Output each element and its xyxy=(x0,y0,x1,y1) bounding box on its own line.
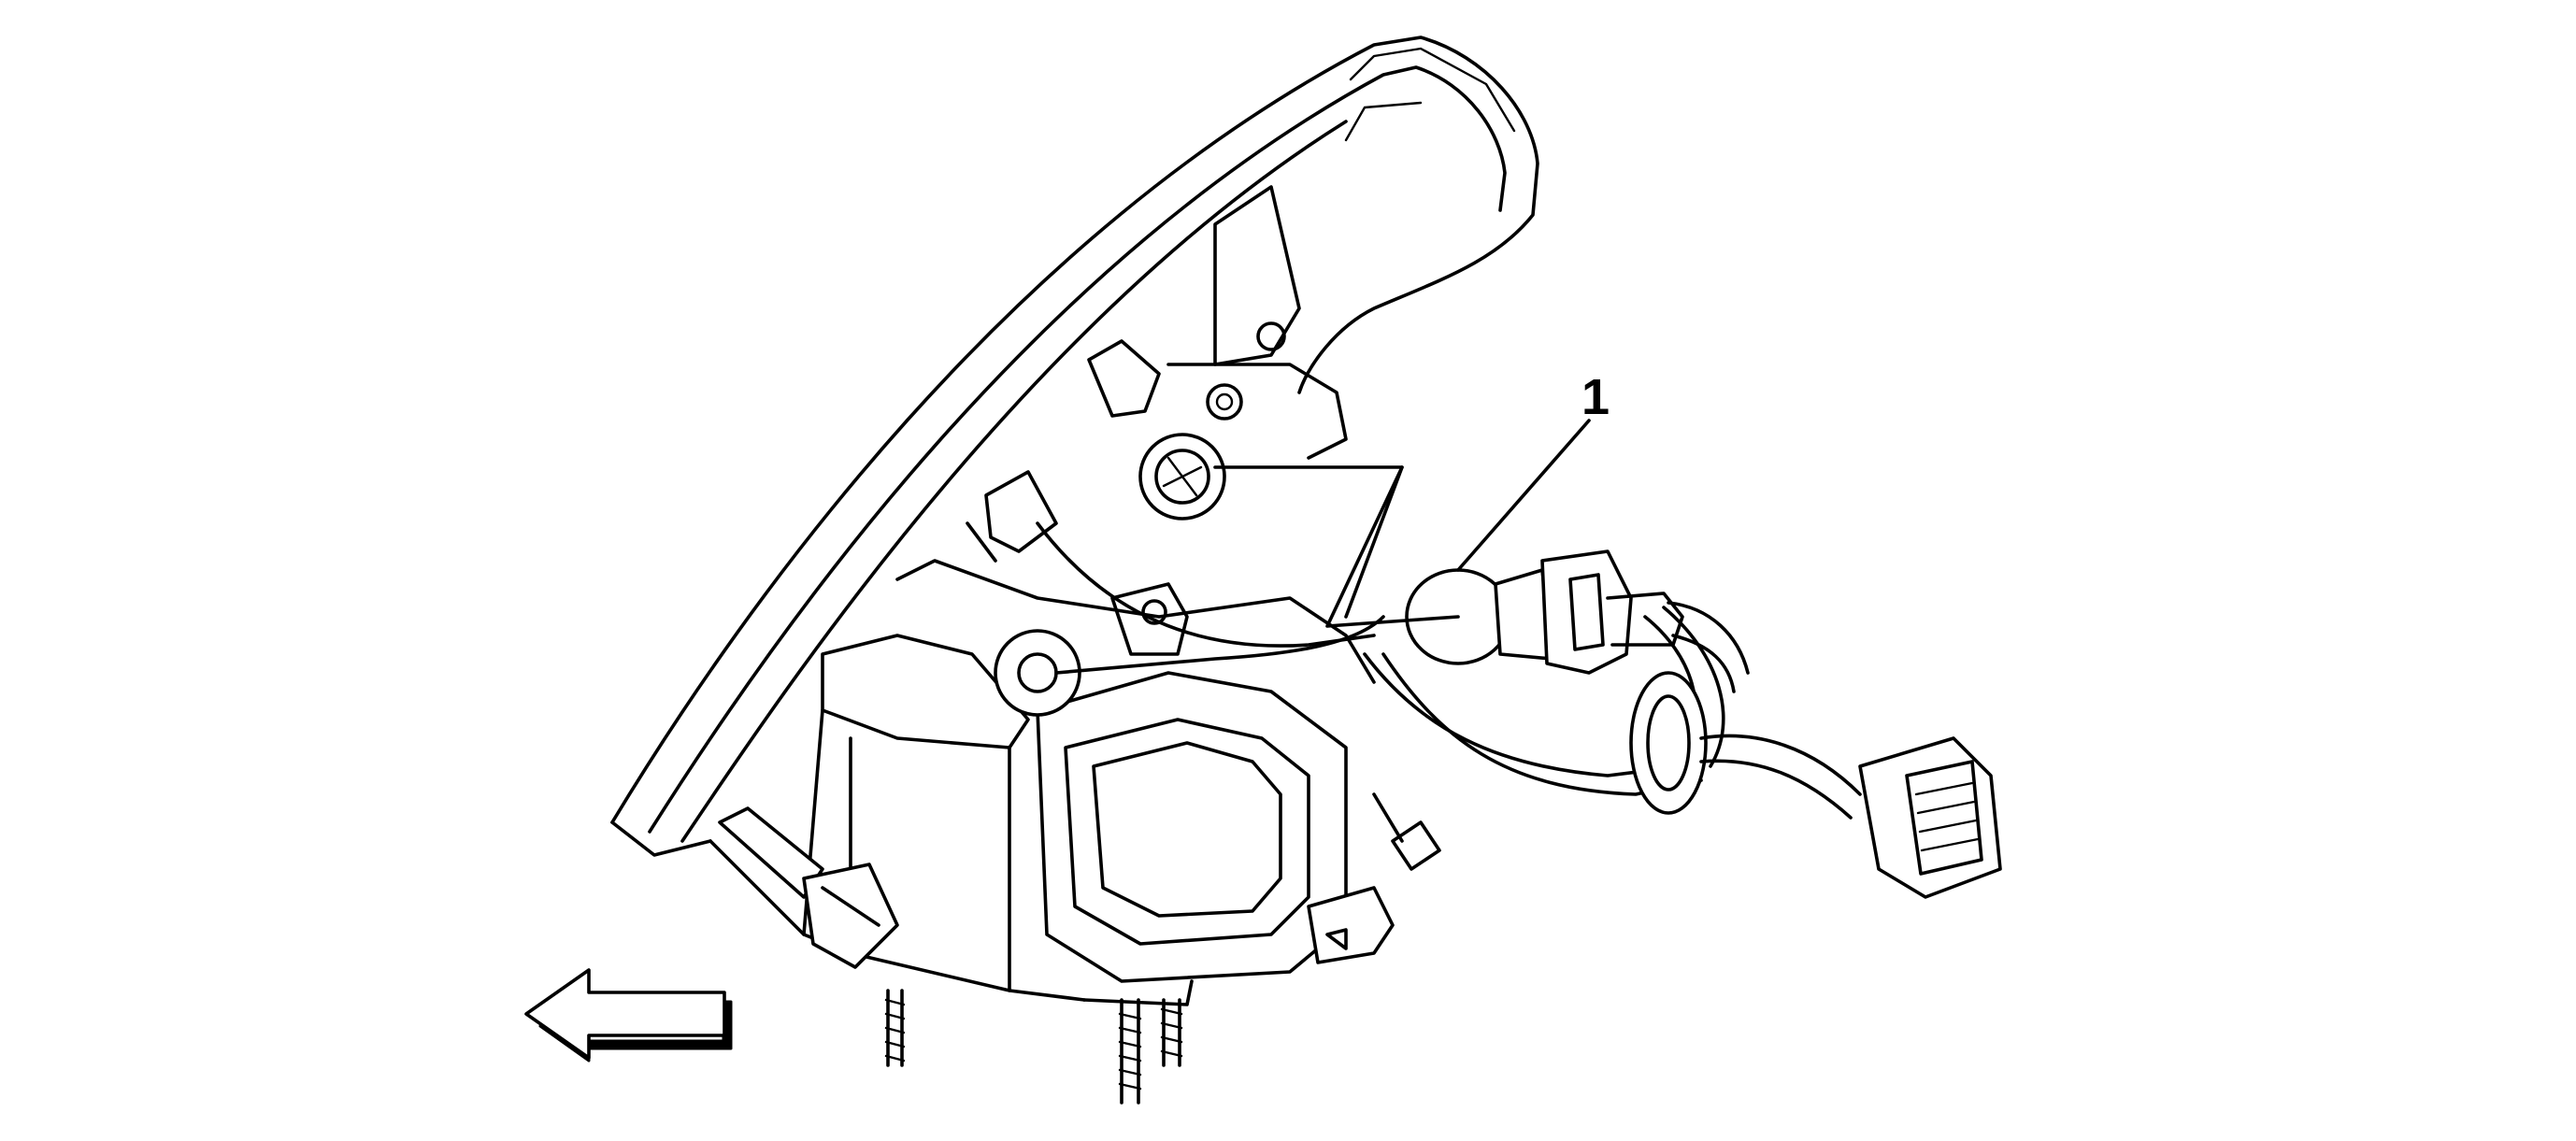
mounting-studs xyxy=(884,979,1194,1105)
callout-1: 1 xyxy=(1456,369,1610,572)
turn-signal-bulb-assembly xyxy=(1405,549,1750,693)
upper-mounting-bracket xyxy=(1166,185,1348,460)
removal-direction-indicator xyxy=(1213,465,1460,628)
left-arrow-icon xyxy=(524,968,733,1063)
center-bulb-cap xyxy=(994,582,1348,983)
lower-right-connector xyxy=(1307,792,1441,964)
headlamp-housing-body xyxy=(708,559,1376,1002)
lower-left-bulb-socket xyxy=(718,806,899,969)
callout-1-leader-line xyxy=(1456,419,1591,572)
callout-1-label: 1 xyxy=(1581,369,1610,425)
side-marker-socket xyxy=(966,470,1058,563)
harness-connector xyxy=(1858,736,2002,899)
headlamp-lens-rim xyxy=(610,36,1539,857)
wiring-harness xyxy=(1036,521,1862,820)
upper-bulb-socket xyxy=(1087,339,1226,521)
